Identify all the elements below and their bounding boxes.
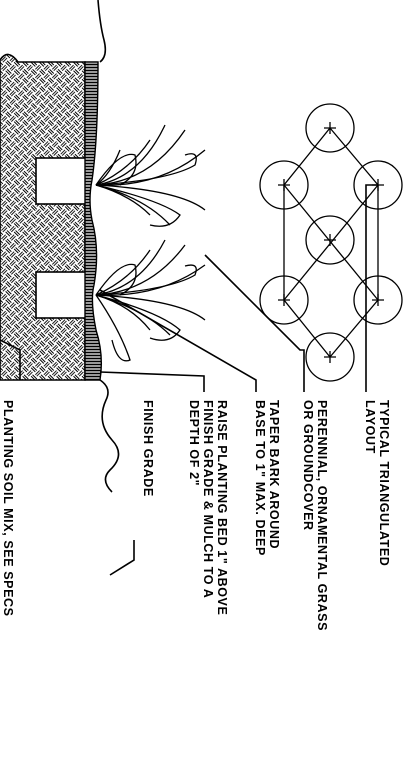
taper-line-1: TAPER BARK AROUND (267, 400, 281, 549)
typical-line-1: TYPICAL TRIANGULATED (377, 400, 391, 566)
leader-finish-grade (109, 540, 135, 576)
leader-cutoff (0, 339, 21, 380)
perennial-line-1: PERENNIAL, ORNAMENTAL GRASS (315, 400, 329, 631)
leader-lines (0, 184, 378, 576)
callout-perennial: PERENNIAL, ORNAMENTAL GRASS OR GROUNDCOV… (301, 400, 329, 631)
triangulated-layout-plan (259, 103, 403, 382)
perennial-line-2: OR GROUNDCOVER (301, 400, 315, 531)
planting-hole-lower (35, 271, 87, 319)
taper-line-2: BASE TO 1" MAX. DEEP (253, 400, 267, 556)
callout-cutoff: PLANTING SOIL MIX, SEE SPECS (1, 400, 15, 617)
raise-line-3: DEPTH OF 2" (187, 400, 201, 486)
raise-line-1: RAISE PLANTING BED 1" ABOVE (215, 400, 229, 615)
cutoff-label: PLANTING SOIL MIX, SEE SPECS (1, 400, 15, 617)
typical-line-2: LAYOUT (363, 400, 377, 454)
callout-finish-grade: FINISH GRADE (141, 400, 155, 497)
planting-hole-upper (35, 157, 87, 205)
grass-plant-upper (95, 124, 206, 227)
leader-perennial (204, 254, 305, 392)
plant-center-marks (278, 122, 384, 363)
leader-typical (365, 184, 378, 392)
leader-raise (99, 371, 205, 392)
callout-taper: TAPER BARK AROUND BASE TO 1" MAX. DEEP (253, 400, 281, 556)
planting-soil-section (0, 53, 103, 381)
raise-line-2: FINISH GRADE & MULCH TO A (201, 400, 215, 598)
plant-spacing-circles (259, 103, 403, 382)
grass-plant-lower (95, 239, 206, 362)
callout-raise: RAISE PLANTING BED 1" ABOVE FINISH GRADE… (187, 400, 229, 615)
finish-grade-profile (97, 0, 120, 493)
leader-taper (99, 289, 257, 392)
mulch-layer (84, 61, 103, 381)
finish-grade-label: FINISH GRADE (141, 400, 155, 497)
callout-typical: TYPICAL TRIANGULATED LAYOUT (363, 400, 391, 566)
